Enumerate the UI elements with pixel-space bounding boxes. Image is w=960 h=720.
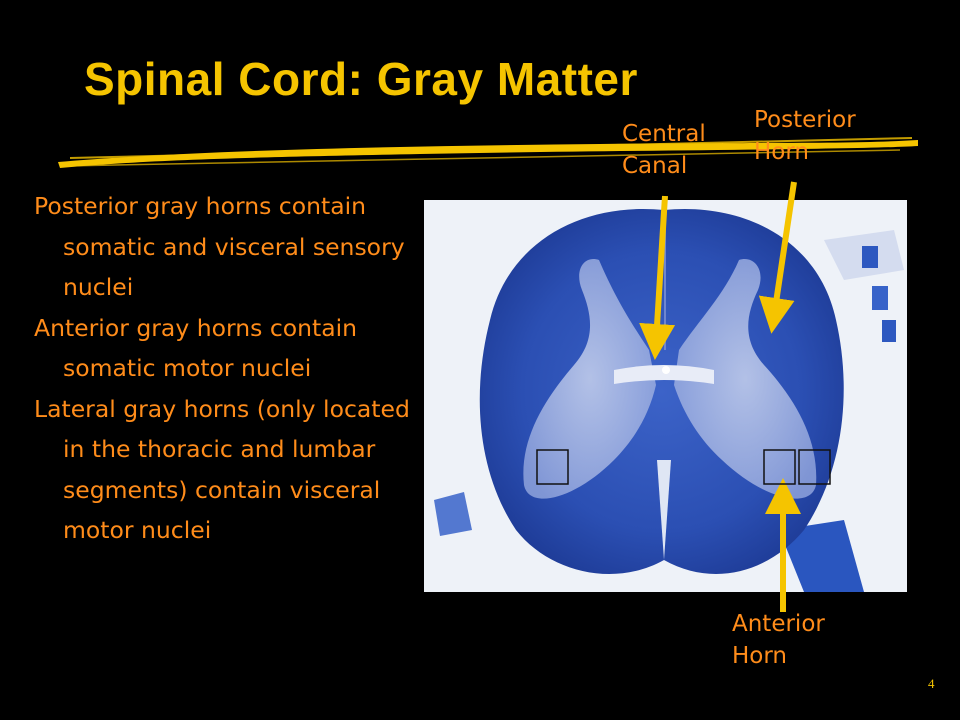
central-canal-arrow [639,195,676,360]
lateral-horn-marker-left [536,449,569,485]
spinal-cord-illustration [424,200,907,592]
bullet-posterior-horns: Posterior gray horns contain somatic and… [34,192,405,301]
posterior-horn-label-line1: Posterior [754,107,856,133]
posterior-horn-label-line2: Horn [754,139,809,165]
posterior-horn-arrow [758,181,797,334]
bullet-list: Posterior gray horns contain somatic and… [34,186,414,551]
anterior-horn-label-line2: Horn [732,643,787,669]
lateral-horn-marker-right-2 [798,449,831,485]
central-canal-label-line1: Central [622,121,706,147]
central-canal-label: Central Canal [622,118,706,182]
posterior-horn-label: Posterior Horn [754,104,856,168]
central-canal-label-line2: Canal [622,153,688,179]
page-number: 4 [928,676,935,691]
bullet-lateral-horns: Lateral gray horns (only located in the … [34,394,410,545]
anterior-horn-label: Anterior Horn [732,608,825,672]
slide-title: Spinal Cord: Gray Matter [84,53,638,105]
lateral-horn-marker-right-1 [763,449,796,485]
title-underline [58,137,918,168]
anterior-horn-label-line1: Anterior [732,611,825,637]
bullet-anterior-horns: Anterior gray horns contain somatic moto… [34,313,358,383]
spinal-cord-cross-section-image [424,200,907,592]
